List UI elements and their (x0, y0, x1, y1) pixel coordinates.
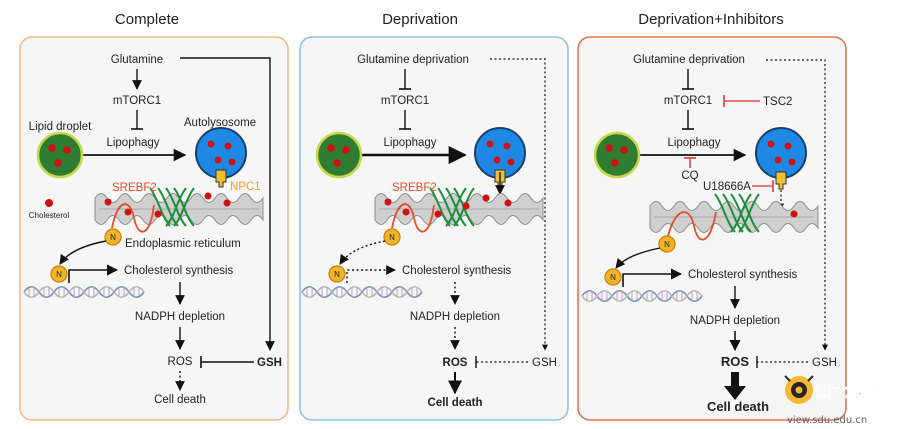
npc1-label: NPC1 (230, 181, 261, 193)
panel-deprivation: Deprivation Glutamine deprivation mTORC1… (299, 11, 569, 421)
cholesterol-synthesis-label: Cholesterol synthesis (402, 265, 512, 277)
ros-label: ROS (168, 356, 193, 368)
glutamine-deprivation-label: Glutamine deprivation (357, 54, 469, 66)
mtorc1-label: mTORC1 (381, 95, 429, 107)
npc1-channel (775, 171, 787, 190)
panel-deprivation-inhibitors: Deprivation+Inhibitors Glutamine depriva… (577, 11, 847, 421)
lipid-droplet (36, 131, 84, 179)
lipid-droplet-label: Lipid droplet (29, 121, 92, 133)
panel-complete: Complete Glutamine mTORC1 Lipophagy Lipi… (19, 11, 289, 421)
svg-text:N: N (56, 270, 62, 279)
autolysosome (755, 127, 807, 179)
tsc2-label: TSC2 (763, 96, 792, 108)
cell-death-label: Cell death (707, 399, 769, 414)
lipophagy-label: Lipophagy (667, 137, 720, 149)
watermark: 山大视点 view.sdu.edu.cn (784, 375, 883, 426)
srebf2-strand (111, 203, 155, 233)
n-terminal-badge (383, 228, 401, 246)
cholesterol-synthesis-label: Cholesterol synthesis (688, 269, 798, 281)
cell-death-label: Cell death (428, 397, 483, 409)
watermark-logo-icon (784, 375, 814, 404)
svg-text:N: N (610, 273, 616, 282)
gsh-label: GSH (257, 357, 282, 369)
lipid-droplet (315, 131, 363, 179)
glutamine-label: Glutamine (111, 54, 163, 66)
nadph-label: NADPH depletion (690, 315, 780, 327)
panel-title: Complete (115, 11, 179, 28)
svg-text:N: N (110, 233, 116, 242)
ros-label: ROS (721, 354, 750, 369)
gsh-label: GSH (532, 357, 557, 369)
svg-text:N: N (389, 233, 395, 242)
ros-label: ROS (443, 357, 468, 369)
lipophagy-label: Lipophagy (106, 137, 159, 149)
mtorc1-label: mTORC1 (664, 95, 712, 107)
n-terminal-badge (50, 265, 68, 283)
glutamine-deprivation-label: Glutamine deprivation (633, 54, 745, 66)
srebf2-label: SREBF2 (392, 182, 437, 194)
cholesterol-legend-dot (45, 199, 53, 207)
mtorc1-label: mTORC1 (113, 95, 161, 107)
svg-text:N: N (664, 240, 670, 249)
nadph-label: NADPH depletion (135, 311, 225, 323)
n-terminal-badge (328, 265, 346, 283)
gsh-label: GSH (812, 357, 837, 369)
srebf2-strand (667, 211, 717, 241)
svg-text:N: N (334, 270, 340, 279)
u18666a-label: U18666A (703, 181, 751, 193)
cell-death-label: Cell death (154, 394, 206, 406)
cholesterol-label: Cholesterol (29, 211, 70, 220)
nadph-label: NADPH depletion (410, 311, 500, 323)
cell-death-arrow (724, 372, 746, 400)
srebf2-label: SREBF2 (112, 182, 157, 194)
npc1-channel (215, 169, 227, 188)
n-terminal-badge (104, 228, 122, 246)
watermark-brand: 山大视点 (815, 381, 883, 402)
lipophagy-label: Lipophagy (383, 137, 436, 149)
cholesterol-synthesis-label: Cholesterol synthesis (124, 265, 234, 277)
srebf2-strand (391, 203, 435, 233)
autolysosome-label: Autolysosome (184, 117, 256, 129)
panel-title: Deprivation+Inhibitors (638, 11, 784, 28)
n-terminal-badge (658, 235, 676, 253)
cq-label: CQ (681, 170, 698, 182)
watermark-url: view.sdu.edu.cn (787, 415, 867, 426)
panel-title: Deprivation (382, 11, 458, 28)
er-label: Endoplasmic reticulum (125, 238, 241, 250)
n-terminal-badge (604, 268, 622, 286)
lipid-droplet (593, 131, 641, 179)
